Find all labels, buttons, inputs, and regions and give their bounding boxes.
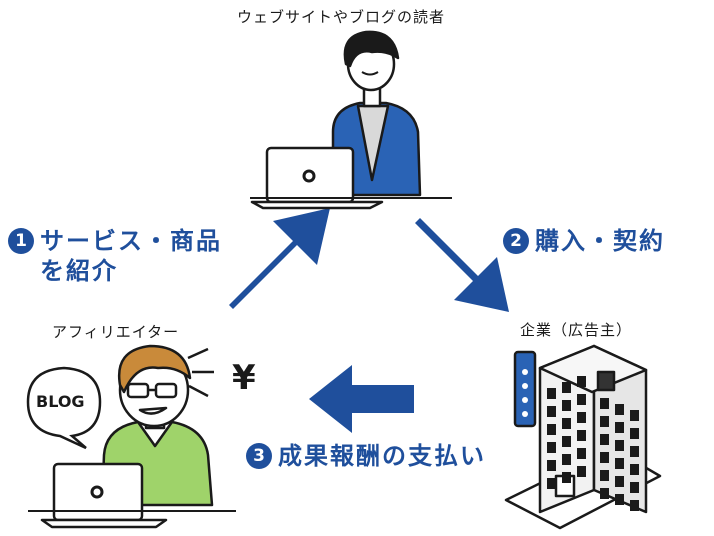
building-window: [630, 464, 639, 475]
building-window: [547, 406, 556, 417]
building-windows: [547, 376, 639, 511]
step-3: 3 成果報酬の支払い: [246, 441, 486, 471]
building-window: [547, 442, 556, 453]
step-2-number: 2: [503, 228, 529, 254]
building-window: [577, 394, 586, 405]
building-window: [615, 404, 624, 415]
building-window: [615, 458, 624, 469]
building-window: [630, 500, 639, 511]
building-window: [577, 412, 586, 423]
reader-illustration: [331, 30, 422, 197]
arrow-company-to-affiliate: [309, 365, 414, 433]
blog-bubble-text: BLOG: [36, 392, 85, 411]
building-window: [562, 472, 571, 483]
building-window: [547, 388, 556, 399]
building-window: [600, 470, 609, 481]
building-window: [615, 476, 624, 487]
reader-laptop: [250, 146, 452, 210]
building-window: [547, 478, 556, 489]
building-window: [547, 460, 556, 471]
building-window: [577, 430, 586, 441]
building-window: [615, 422, 624, 433]
step-2-text: 購入・契約: [535, 227, 665, 255]
building-window: [577, 448, 586, 459]
building-window: [600, 434, 609, 445]
building-window: [562, 436, 571, 447]
node-label-reader: ウェブサイトやブログの読者: [237, 8, 446, 26]
affiliate-laptop: [28, 462, 236, 529]
node-label-affiliate: アフィリエイター: [52, 323, 180, 341]
arrow-affiliate-to-reader: [229, 208, 330, 309]
building-window: [562, 454, 571, 465]
step-1: 1 サービス・商品 を紹介: [8, 226, 222, 286]
building-window: [562, 418, 571, 429]
building-window: [600, 398, 609, 409]
building-window: [615, 494, 624, 505]
step-1-text: サービス・商品 を紹介: [40, 227, 222, 285]
building-window: [577, 466, 586, 477]
arrow-reader-to-company: [415, 218, 509, 312]
yen-symbol: ¥: [232, 358, 256, 398]
affiliate-illustration: [100, 344, 214, 507]
building-window: [630, 482, 639, 493]
step-2: 2 購入・契約: [503, 226, 665, 256]
building-window: [577, 376, 586, 387]
node-label-advertiser: 企業（広告主）: [520, 321, 633, 339]
building-window: [630, 446, 639, 457]
building-window: [547, 424, 556, 435]
step-3-text: 成果報酬の支払い: [278, 442, 486, 470]
building-window: [600, 488, 609, 499]
building-window: [630, 428, 639, 439]
building-window: [630, 410, 639, 421]
step-1-number: 1: [8, 228, 34, 254]
building-window: [600, 416, 609, 427]
building-window: [562, 382, 571, 393]
building-window: [600, 452, 609, 463]
step-3-number: 3: [246, 443, 272, 469]
building-window: [615, 440, 624, 451]
building-window: [562, 400, 571, 411]
blog-speech-bubble: [26, 366, 102, 450]
